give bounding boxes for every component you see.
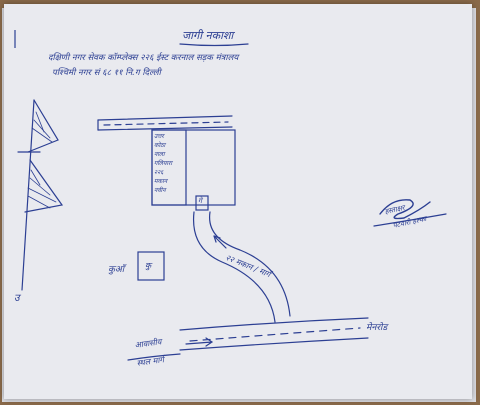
signature-underline: [373, 213, 447, 227]
sheet-title: जागी नकाशा: [182, 29, 234, 42]
main-road-lower: [179, 337, 369, 351]
building-label-6: मकान: [154, 178, 168, 185]
building-label-4: गलियारा: [154, 160, 173, 167]
punch-mark: [14, 30, 16, 48]
address-line-1: दक्षिणी नगर सेवक कॉम्प्लेक्स २२६ ईस्ट कर…: [48, 53, 239, 63]
flag-hatching: [27, 111, 57, 209]
building-label-1: उत्तर: [154, 133, 164, 140]
main-road-upper: [179, 317, 369, 331]
flag-lower: [24, 159, 64, 213]
main-road-arrow: [185, 337, 214, 347]
address-line-2: पश्चिमी नगर सं ६८ ११ नि.ग दिल्ली: [52, 68, 161, 78]
well-box-label: कु: [145, 261, 152, 270]
well-box: [137, 251, 165, 281]
paper-sheet: [4, 4, 472, 399]
building-labels: उत्तर कोठा नाला गलियारा २२६ मकान नवीन: [154, 132, 186, 195]
path-arrow-shaft: [213, 235, 227, 249]
main-road-right-label: मेनरोड: [366, 323, 388, 333]
building-label-7: नवीन: [154, 187, 166, 194]
title-underline: [179, 43, 249, 47]
left-label-underline: [127, 353, 181, 361]
path-left-edge: [192, 211, 276, 323]
well-label: कुआँ: [108, 265, 125, 275]
gate-label: गे: [198, 197, 202, 205]
top-road-upper: [97, 115, 233, 121]
signature-scribble: [379, 199, 431, 220]
path-arrow-head: [213, 235, 221, 243]
gate-box: [195, 195, 209, 211]
top-road-dash: [103, 121, 229, 126]
building-label-3: नाला: [154, 151, 165, 158]
direction-pole: [21, 99, 35, 291]
top-road-lower: [97, 126, 233, 131]
building-inner: [151, 129, 187, 206]
building-label-5: २२६: [154, 169, 164, 176]
flag-upper: [27, 99, 59, 153]
main-road-dash: [189, 327, 361, 342]
path-right-edge: [208, 211, 291, 317]
building-label-2: कोठा: [154, 142, 166, 149]
pole-bottom-label: उ: [14, 293, 20, 304]
